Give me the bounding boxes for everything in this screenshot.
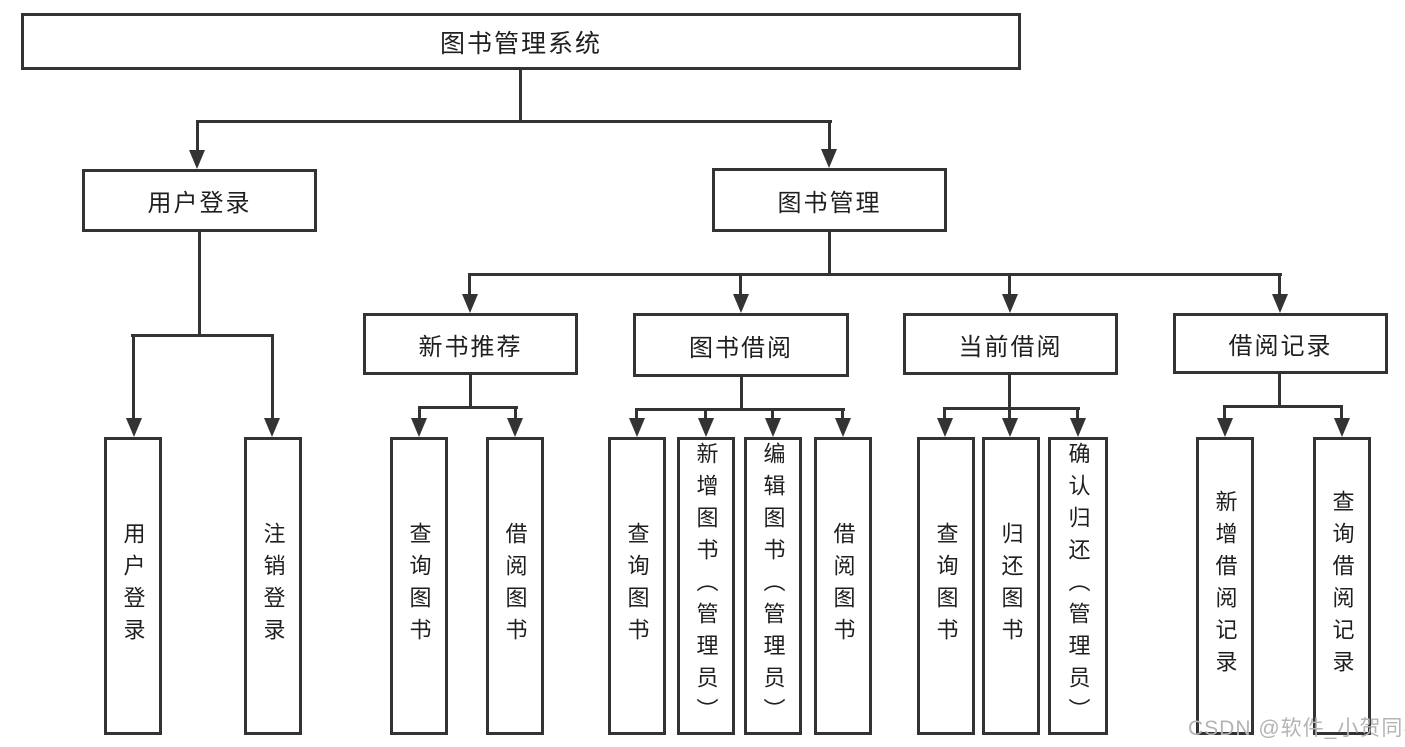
arrow-add-books: [698, 418, 714, 437]
arrow-query-borrow-record: [1334, 418, 1350, 437]
arrow-query-books-current: [937, 418, 953, 437]
node-add-borrow-record: 新增借阅记录: [1196, 437, 1254, 735]
node-current-borrow: 当前借阅: [903, 313, 1118, 375]
connector-drop-user-login-leaf: [132, 334, 135, 422]
connector-drop-book-borrow: [739, 273, 742, 298]
node-label: 借阅图书: [502, 522, 528, 650]
arrow-edit-books: [765, 418, 781, 437]
connector-user-login-stub: [198, 232, 201, 334]
connector-drop-borrow-books: [841, 408, 844, 420]
connector-book-borrow-stub: [740, 377, 743, 408]
connector-drop-add-borrow-record: [1223, 405, 1226, 420]
node-label: 新增图书（管理员）: [693, 442, 719, 730]
arrow-query-books-borrow: [629, 418, 645, 437]
connector-drop-logout: [271, 334, 274, 422]
node-book-borrow: 图书借阅: [633, 313, 849, 377]
node-label: 新增借阅记录: [1212, 490, 1238, 682]
connector-book-borrow-bar: [635, 408, 845, 411]
node-query-borrow-record: 查询借阅记录: [1313, 437, 1371, 735]
connector-recommend-bar: [418, 406, 518, 409]
node-library-management-system: 图书管理系统: [21, 13, 1021, 70]
arrow-book-borrow: [733, 294, 749, 313]
node-label: 查询图书: [624, 522, 650, 650]
arrow-borrow-records: [1272, 294, 1288, 313]
node-book-management: 图书管理: [712, 168, 947, 232]
arrow-user-login-leaf: [126, 418, 142, 437]
connector-current-borrow-stub: [1008, 375, 1011, 407]
node-label: 图书借阅: [689, 334, 793, 362]
connector-drop-new-book-recommend: [468, 273, 471, 298]
arrow-return-books: [1002, 418, 1018, 437]
node-label: 编辑图书（管理员）: [760, 442, 786, 730]
connector-drop-add-books: [704, 408, 707, 420]
arrow-logout: [264, 418, 280, 437]
node-confirm-return-admin: 确认归还（管理员）: [1048, 437, 1108, 735]
node-label: 查询图书: [406, 522, 432, 650]
connector-book-management-stub: [828, 232, 831, 273]
node-label: 图书管理系统: [439, 29, 602, 58]
csdn-watermark: CSDN @软件_小贺同学: [1188, 717, 1405, 740]
node-label: 用户登录: [147, 190, 252, 217]
node-query-books-borrow: 查询图书: [608, 437, 666, 735]
connector-drop-edit-books: [771, 408, 774, 420]
node-label: 新书推荐: [418, 333, 523, 361]
connector-root-stub: [519, 70, 522, 120]
arrow-user-login: [189, 150, 205, 169]
arrow-current-borrow: [1002, 294, 1018, 313]
connector-user-login-bar: [131, 334, 274, 337]
connector-drop-borrow-books-recommend: [514, 406, 517, 420]
connector-recommend-stub: [469, 375, 472, 406]
node-label: 查询图书: [933, 522, 959, 650]
node-label: 借阅记录: [1228, 333, 1333, 360]
node-label: 用户登录: [120, 522, 146, 650]
node-label: 确认归还（管理员）: [1065, 442, 1091, 730]
connector-drop-query-books-borrow: [635, 408, 638, 420]
node-label: 归还图书: [998, 522, 1024, 650]
node-user-login: 用户登录: [82, 169, 317, 232]
arrow-add-borrow-record: [1217, 418, 1233, 437]
arrow-book-management: [821, 149, 837, 168]
connector-current-borrow-bar: [943, 407, 1080, 410]
connector-drop-confirm-return: [1076, 407, 1079, 420]
node-label: 查询借阅记录: [1329, 490, 1355, 682]
arrow-confirm-return: [1070, 418, 1086, 437]
node-borrow-books-recommend: 借阅图书: [486, 437, 544, 735]
connector-drop-user-login: [196, 120, 199, 153]
node-query-books-recommend: 查询图书: [390, 437, 448, 735]
node-edit-books-admin: 编辑图书（管理员）: [744, 437, 802, 735]
node-label: 图书管理: [777, 189, 882, 217]
arrow-new-book-recommend: [462, 294, 478, 313]
arrow-borrow-books-recommend: [507, 418, 523, 437]
node-logout: 注销登录: [244, 437, 302, 735]
node-query-books-current: 查询图书: [917, 437, 975, 735]
connector-drop-query-books-recommend: [418, 406, 421, 420]
node-return-books: 归还图书: [982, 437, 1040, 735]
connector-borrow-records-stub: [1278, 374, 1281, 405]
connector-drop-query-borrow-record: [1340, 405, 1343, 420]
connector-drop-book-management: [828, 120, 831, 152]
node-borrow-records: 借阅记录: [1173, 313, 1388, 374]
connector-drop-borrow-records: [1278, 273, 1281, 298]
connector-borrow-records-bar: [1223, 405, 1343, 408]
arrow-query-books-recommend: [411, 418, 427, 437]
node-label: 当前借阅: [958, 333, 1063, 361]
connector-drop-current-borrow: [1008, 273, 1011, 298]
node-user-login-leaf: 用户登录: [104, 437, 162, 735]
node-borrow-books: 借阅图书: [814, 437, 872, 735]
node-add-books-admin: 新增图书（管理员）: [677, 437, 735, 735]
connector-drop-query-books-current: [943, 407, 946, 420]
connector-level3-bar: [468, 273, 1282, 276]
arrow-borrow-books: [835, 418, 851, 437]
node-label: 借阅图书: [830, 522, 856, 650]
connector-drop-return-books: [1008, 407, 1011, 420]
node-new-book-recommend: 新书推荐: [363, 313, 578, 375]
connector-level2-bar: [196, 120, 832, 123]
node-label: 注销登录: [260, 522, 286, 650]
